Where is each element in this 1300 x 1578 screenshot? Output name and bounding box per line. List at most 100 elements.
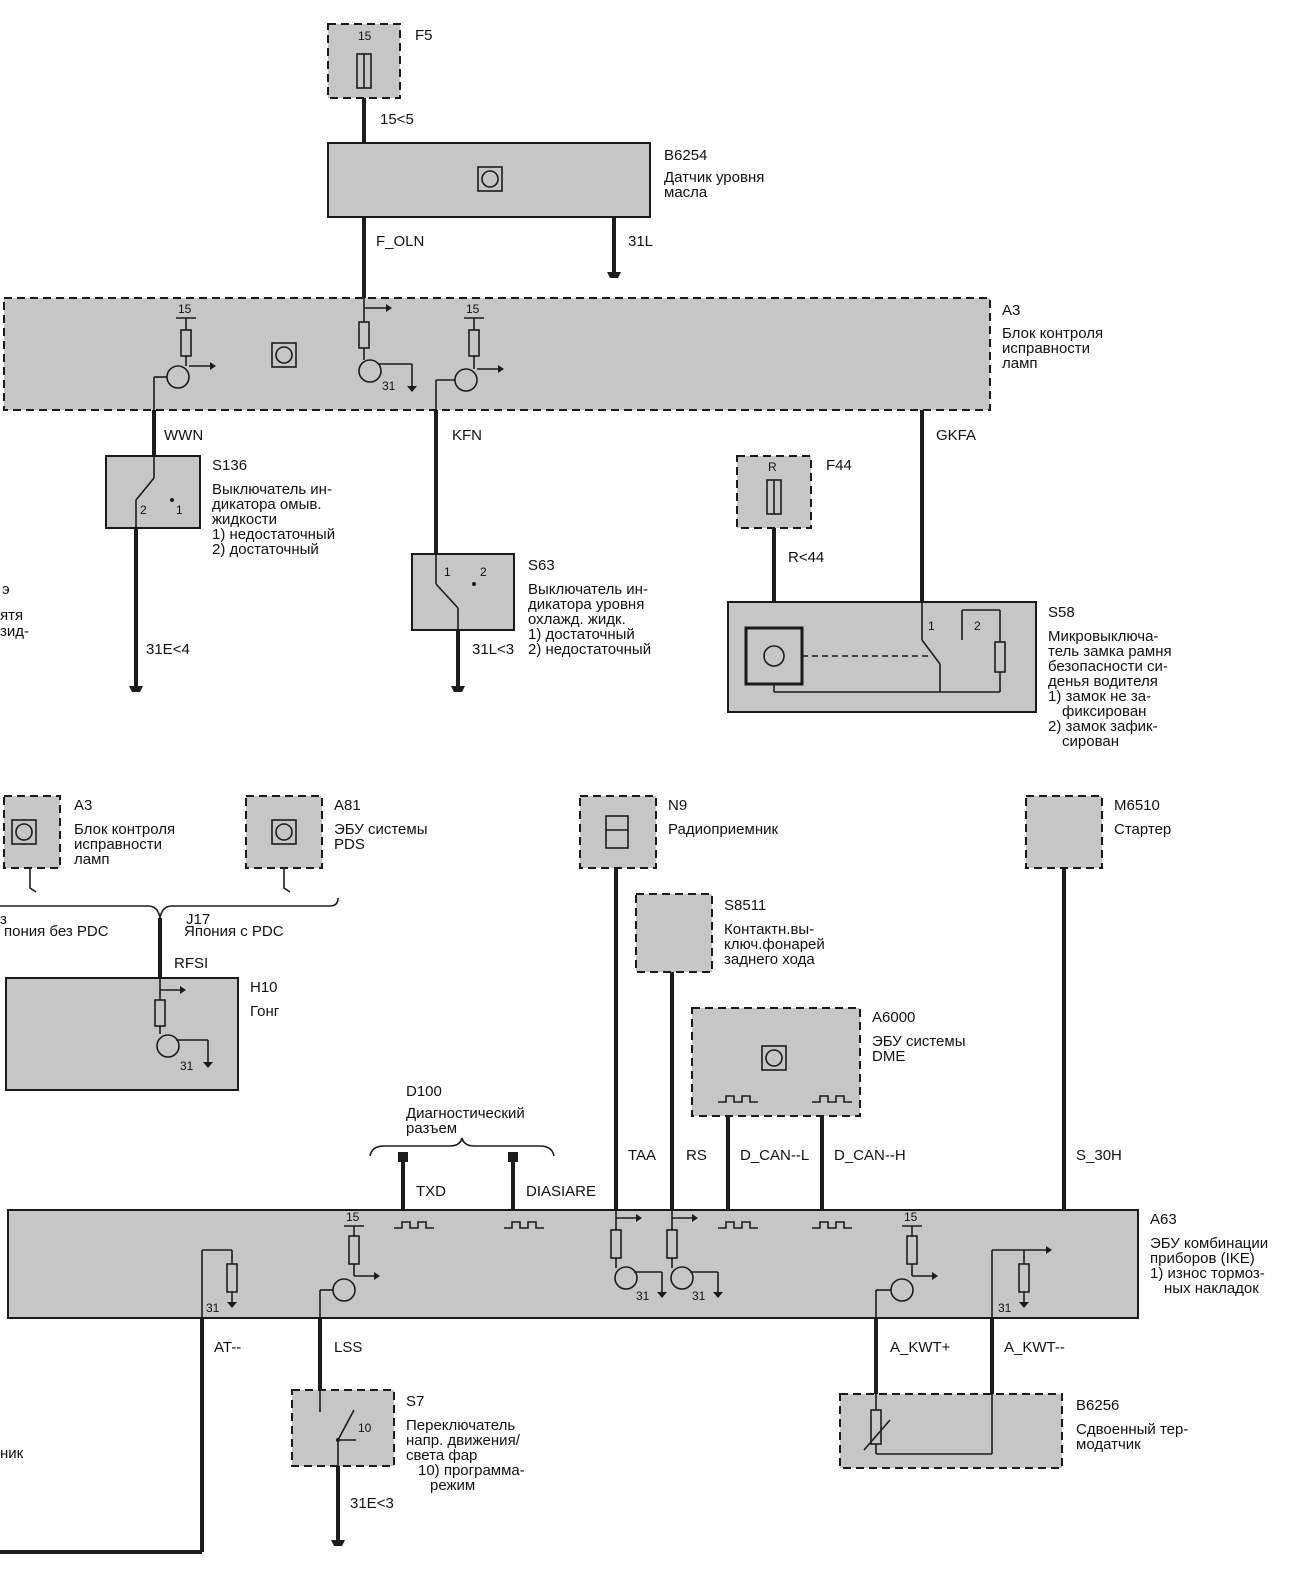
wire-kfn-label: KFN: [452, 427, 482, 444]
coolant-level-switch-s63: 1 2 S63 Выключатель ин- дикатора уровня …: [411, 553, 651, 658]
svg-text:Стартер: Стартер: [1114, 821, 1171, 838]
svg-text:Радиоприемник: Радиоприемник: [668, 821, 778, 838]
cut-text-1: э: [2, 581, 10, 598]
wire-at-label: AT--: [214, 1339, 241, 1356]
svg-text:2: 2: [480, 565, 487, 579]
svg-text:ЭБУ системы: ЭБУ системы: [872, 1033, 966, 1050]
svg-text:31: 31: [382, 379, 396, 393]
wire-d-can-l-label: D_CAN--L: [740, 1147, 809, 1164]
a81-code: A81: [334, 797, 361, 814]
a3-top-desc-1: Блок контроля: [1002, 325, 1103, 342]
svg-text:жидкости: жидкости: [212, 511, 277, 528]
svg-text:Контактн.вы-: Контактн.вы-: [724, 921, 814, 938]
wire-rfsi-label: RFSI: [174, 955, 208, 972]
dual-temperature-sensor-b6256: B6256 Сдвоенный тер- модатчик: [839, 1393, 1188, 1469]
svg-text:2: 2: [140, 503, 147, 517]
wire-lss-label: LSS: [334, 1339, 362, 1356]
svg-text:з: з: [0, 911, 7, 928]
wire-r-44-label: R<44: [788, 549, 824, 566]
gong-h10: 31 H10 Гонг: [5, 977, 280, 1091]
wire-f-oln-label: F_OLN: [376, 233, 424, 250]
svg-text:денья водителя: денья водителя: [1048, 673, 1158, 690]
wire-rs-label: RS: [686, 1147, 707, 1164]
m6510-code: M6510: [1114, 797, 1160, 814]
svg-text:модатчик: модатчик: [1076, 1436, 1141, 1453]
wire-a-kwt-plus-label: A_KWT+: [890, 1339, 951, 1356]
ground-symbol-31l-3: [451, 686, 465, 692]
ground-symbol-31e-3: [331, 1540, 345, 1546]
b6256-code: B6256: [1076, 1397, 1119, 1414]
variant-brace-j17: J17 пония без PDC Япония с PDC з: [0, 897, 339, 940]
wire-31e-4-label: 31E<4: [146, 641, 190, 658]
fuse-f5-code: F5: [415, 27, 433, 44]
ground-symbol-31e-4: [129, 686, 143, 692]
seatbelt-microswitch-s58: 1 2 S58 Микровыключа- тель замка рамня б…: [727, 601, 1172, 750]
variant-japan-no-pdc: пония без PDC: [4, 923, 109, 940]
bulb-check-unit-a3-bottom: A3 Блок контроля исправности ламп: [3, 795, 175, 893]
fuse-f44-pin: R: [768, 460, 777, 474]
svg-text:2: 2: [974, 619, 981, 633]
svg-text:15: 15: [178, 302, 192, 316]
a6000-code: A6000: [872, 1009, 915, 1026]
wire-gkfa-label: GKFA: [936, 427, 976, 444]
a3-top-code: A3: [1002, 302, 1020, 319]
svg-text:сирован: сирован: [1062, 733, 1119, 750]
svg-text:31: 31: [636, 1289, 650, 1303]
radio-receiver-n9: N9 Радиоприемник: [579, 795, 778, 869]
svg-text:ных накладок: ных накладок: [1164, 1280, 1259, 1297]
svg-text:Переключатель: Переключатель: [406, 1417, 515, 1434]
n9-code: N9: [668, 797, 687, 814]
svg-text:разъем: разъем: [406, 1120, 457, 1137]
svg-text:напр. движения/: напр. движения/: [406, 1432, 521, 1449]
svg-text:1: 1: [176, 503, 183, 517]
svg-text:2) достаточный: 2) достаточный: [212, 541, 319, 558]
s8511-code: S8511: [724, 897, 766, 914]
svg-text:Микровыключа-: Микровыключа-: [1048, 628, 1158, 645]
dme-unit-a6000: A6000 ЭБУ системы DME: [691, 1007, 966, 1117]
svg-text:ЭБУ комбинации: ЭБУ комбинации: [1150, 1235, 1268, 1252]
wire-wwn-label: WWN: [164, 427, 203, 444]
light-switch-s7: 10 S7 Переключатель напр. движения/ свет…: [291, 1389, 525, 1494]
svg-text:света фар: света фар: [406, 1447, 477, 1464]
a63-code: A63: [1150, 1211, 1177, 1228]
svg-text:Диагностический: Диагностический: [406, 1105, 525, 1122]
fuse-f44: R F44: [736, 455, 852, 529]
bulb-check-unit-a3-top: 15 31 15 A3 Блок контроля испр: [3, 297, 1103, 411]
svg-text:1) износ тормоз-: 1) износ тормоз-: [1150, 1265, 1265, 1282]
s63-code: S63: [528, 557, 555, 574]
svg-text:DME: DME: [872, 1048, 905, 1065]
fuse-f44-code: F44: [826, 457, 852, 474]
a3-top-desc-2: исправности: [1002, 340, 1090, 357]
svg-text:безопасности си-: безопасности си-: [1048, 658, 1168, 675]
variant-japan-pdc: Япония с PDC: [184, 923, 284, 940]
svg-text:PDS: PDS: [334, 836, 365, 853]
wire-31l-label: 31L: [628, 233, 653, 250]
svg-text:15: 15: [904, 1210, 918, 1224]
svg-text:1) недостаточный: 1) недостаточный: [212, 526, 335, 543]
wire-s-30h-label: S_30H: [1076, 1147, 1122, 1164]
b6254-code: B6254: [664, 147, 707, 164]
starter-m6510: M6510 Стартер: [1025, 795, 1171, 869]
svg-text:Выключатель ин-: Выключатель ин-: [528, 581, 648, 598]
a3-top-desc-3: ламп: [1002, 355, 1038, 372]
svg-text:10) программа-: 10) программа-: [418, 1462, 525, 1479]
washer-fluid-switch-s136: 2 1 S136 Выключатель ин- дикатора омыв. …: [105, 455, 335, 558]
wire-15-5-label: 15<5: [380, 111, 414, 128]
svg-text:1) замок не за-: 1) замок не за-: [1048, 688, 1151, 705]
svg-text:Сдвоенный тер-: Сдвоенный тер-: [1076, 1421, 1188, 1438]
wire-31e-3-label: 31E<3: [350, 1495, 394, 1512]
wire-a-kwt-minus-label: A_KWT--: [1004, 1339, 1065, 1356]
wire-diasiare-label: DIASIARE: [526, 1183, 596, 1200]
ground-symbol-31l: [607, 272, 621, 278]
reverse-light-switch-s8511: S8511 Контактн.вы- ключ.фонарей заднего …: [635, 893, 825, 973]
svg-text:приборов (IKE): приборов (IKE): [1150, 1250, 1255, 1267]
h10-code: H10: [250, 979, 278, 996]
svg-text:Выключатель ин-: Выключатель ин-: [212, 481, 332, 498]
variant-j17: J17: [186, 911, 210, 928]
instrument-cluster-a63: 31 15 31 31: [7, 1209, 1268, 1319]
cut-text-2: ятя: [0, 607, 23, 624]
pds-unit-a81: A81 ЭБУ системы PDS: [245, 795, 428, 893]
svg-text:охлажд. жидк.: охлажд. жидк.: [528, 611, 626, 628]
svg-text:заднего хода: заднего хода: [724, 951, 815, 968]
